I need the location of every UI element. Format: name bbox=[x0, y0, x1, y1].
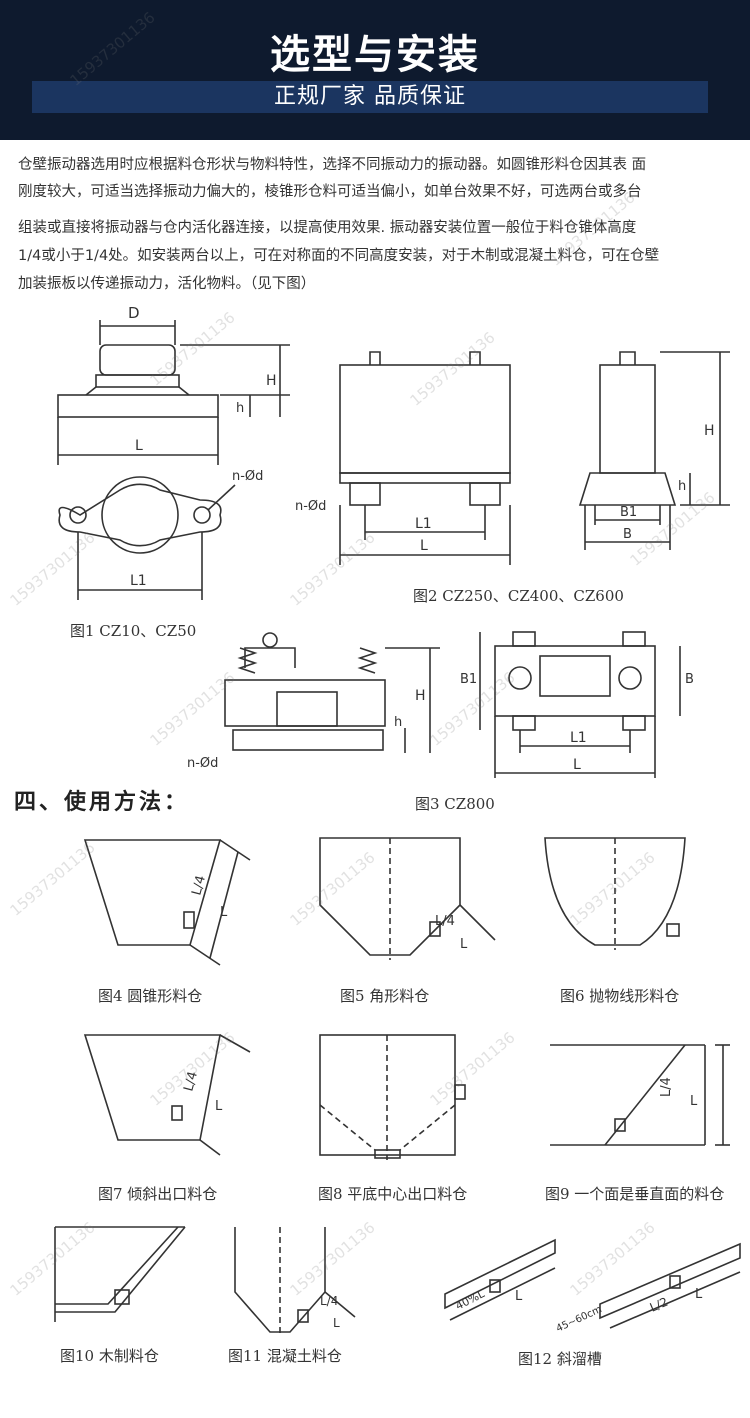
dim-label-range: 45~60cm bbox=[555, 1304, 604, 1335]
dim-label-L1: L1 bbox=[130, 573, 147, 589]
dim-label-nd: n-Ød bbox=[187, 756, 218, 771]
dim-label-L: L bbox=[515, 1289, 523, 1304]
dim-label-B1: B1 bbox=[620, 505, 637, 520]
intro-line-5: 加装振板以传递振动力，活化物料。（见下图） bbox=[18, 276, 316, 292]
dim-label-D: D bbox=[128, 304, 140, 322]
caption-fig11: 图11 混凝土料仓 bbox=[228, 1347, 342, 1365]
dim-label-L: L bbox=[333, 1316, 340, 1330]
dim-label-L: L bbox=[573, 757, 581, 773]
caption-fig2: 图2 CZ250、CZ400、CZ600 bbox=[413, 587, 624, 605]
caption-fig12: 图12 斜溜槽 bbox=[518, 1350, 602, 1368]
header-banner: 选型与安装 正规厂家 品质保证 bbox=[0, 0, 750, 140]
caption-fig6: 图6 抛物线形料仓 bbox=[560, 987, 680, 1005]
dim-label-L4: L/4 bbox=[181, 1070, 201, 1093]
figure-12-drawing: 40%L L L/2 L 45~60cm bbox=[444, 1238, 741, 1335]
figure-6-drawing bbox=[544, 837, 686, 950]
dim-label-H: H bbox=[704, 423, 715, 439]
caption-fig3: 图3 CZ800 bbox=[415, 795, 495, 813]
figure-2-drawing: n-Ød L1 L B1 B H h bbox=[295, 351, 730, 565]
caption-fig10: 图10 木制料仓 bbox=[60, 1347, 159, 1365]
figure-11-drawing: L/4 L bbox=[234, 1227, 356, 1337]
caption-fig1: 图1 CZ10、CZ50 bbox=[70, 622, 197, 640]
caption-fig8: 图8 平底中心出口料仓 bbox=[318, 1185, 468, 1203]
dim-label-h: h bbox=[236, 401, 244, 416]
figure-9-drawing: L/4 L bbox=[550, 1044, 730, 1146]
intro-line-3: 组装或直接将振动器与仓内活化器连接，以提高使用效果. 振动器安装位置一般位于料仓… bbox=[18, 220, 637, 236]
dim-label-B: B bbox=[623, 527, 632, 542]
dim-label-L: L bbox=[215, 1099, 223, 1114]
caption-fig9: 图9 一个面是垂直面的料仓 bbox=[545, 1185, 725, 1203]
caption-fig7: 图7 倾斜出口料仓 bbox=[98, 1185, 218, 1203]
dim-label-L4: L/4 bbox=[659, 1077, 674, 1097]
figure-1-drawing: D H h L n-Ød L1 bbox=[57, 304, 290, 600]
dim-label-L4: L/4 bbox=[320, 1294, 338, 1308]
page-title: 选型与安装 bbox=[270, 32, 480, 78]
dim-label-L1: L1 bbox=[415, 516, 432, 532]
dim-label-nd: n-Ød bbox=[295, 499, 326, 514]
dim-label-L2: L/2 bbox=[648, 1295, 670, 1315]
figure-4-drawing: L/4 L bbox=[83, 839, 251, 966]
dim-label-H: H bbox=[415, 688, 426, 704]
intro-line-4: 1/4或小于1/4处。如安装两台以上，可在对称面的不同高度安装，对于木制或混凝土… bbox=[18, 248, 660, 264]
dim-label-h: h bbox=[678, 479, 686, 494]
dim-label-L: L bbox=[135, 438, 143, 454]
figure-10-drawing bbox=[54, 1226, 186, 1322]
dim-label-L: L bbox=[460, 937, 468, 952]
dim-label-L: L bbox=[420, 538, 428, 554]
caption-fig5: 图5 角形料仓 bbox=[340, 987, 430, 1005]
figure-8-drawing bbox=[319, 1034, 466, 1160]
dim-label-H: H bbox=[266, 373, 277, 389]
figure-3-drawing: H h B1 B L1 L bbox=[224, 631, 694, 778]
dim-label-B: B bbox=[685, 672, 694, 687]
dim-label-h: h bbox=[394, 715, 402, 730]
dim-label-L: L bbox=[695, 1287, 703, 1302]
caption-fig4: 图4 圆锥形料仓 bbox=[98, 987, 203, 1005]
figure-3-nd-label: n-Ød bbox=[187, 756, 218, 771]
intro-line-2: 刚度较大，可适当选择振动力偏大的，棱锥形仓料可适当偏小，如单台效果不好，可选两台… bbox=[18, 184, 642, 200]
dim-label-nd: n-Ød bbox=[232, 469, 263, 484]
figure-5-drawing: L/4 L bbox=[319, 837, 496, 960]
dim-label-B1: B1 bbox=[460, 672, 477, 687]
dim-label-L4: L/4 bbox=[435, 914, 455, 929]
dim-label-pct40: 40%L bbox=[453, 1287, 487, 1313]
page-subtitle: 正规厂家 品质保证 bbox=[274, 84, 466, 109]
subtitle-bar: 正规厂家 品质保证 bbox=[32, 81, 708, 113]
dim-label-L: L bbox=[690, 1094, 698, 1109]
section-title: 四、使用方法： bbox=[14, 789, 190, 815]
figure-7-drawing: L/4 L bbox=[83, 1034, 251, 1156]
dim-label-L1: L1 bbox=[570, 730, 587, 746]
intro-line-1: 仓壁振动器选用时应根据料仓形状与物料特性，选择不同振动力的振动器。如圆锥形料仓因… bbox=[18, 157, 647, 173]
dim-label-L4: L/4 bbox=[189, 874, 209, 897]
dim-label-L: L bbox=[220, 905, 228, 920]
